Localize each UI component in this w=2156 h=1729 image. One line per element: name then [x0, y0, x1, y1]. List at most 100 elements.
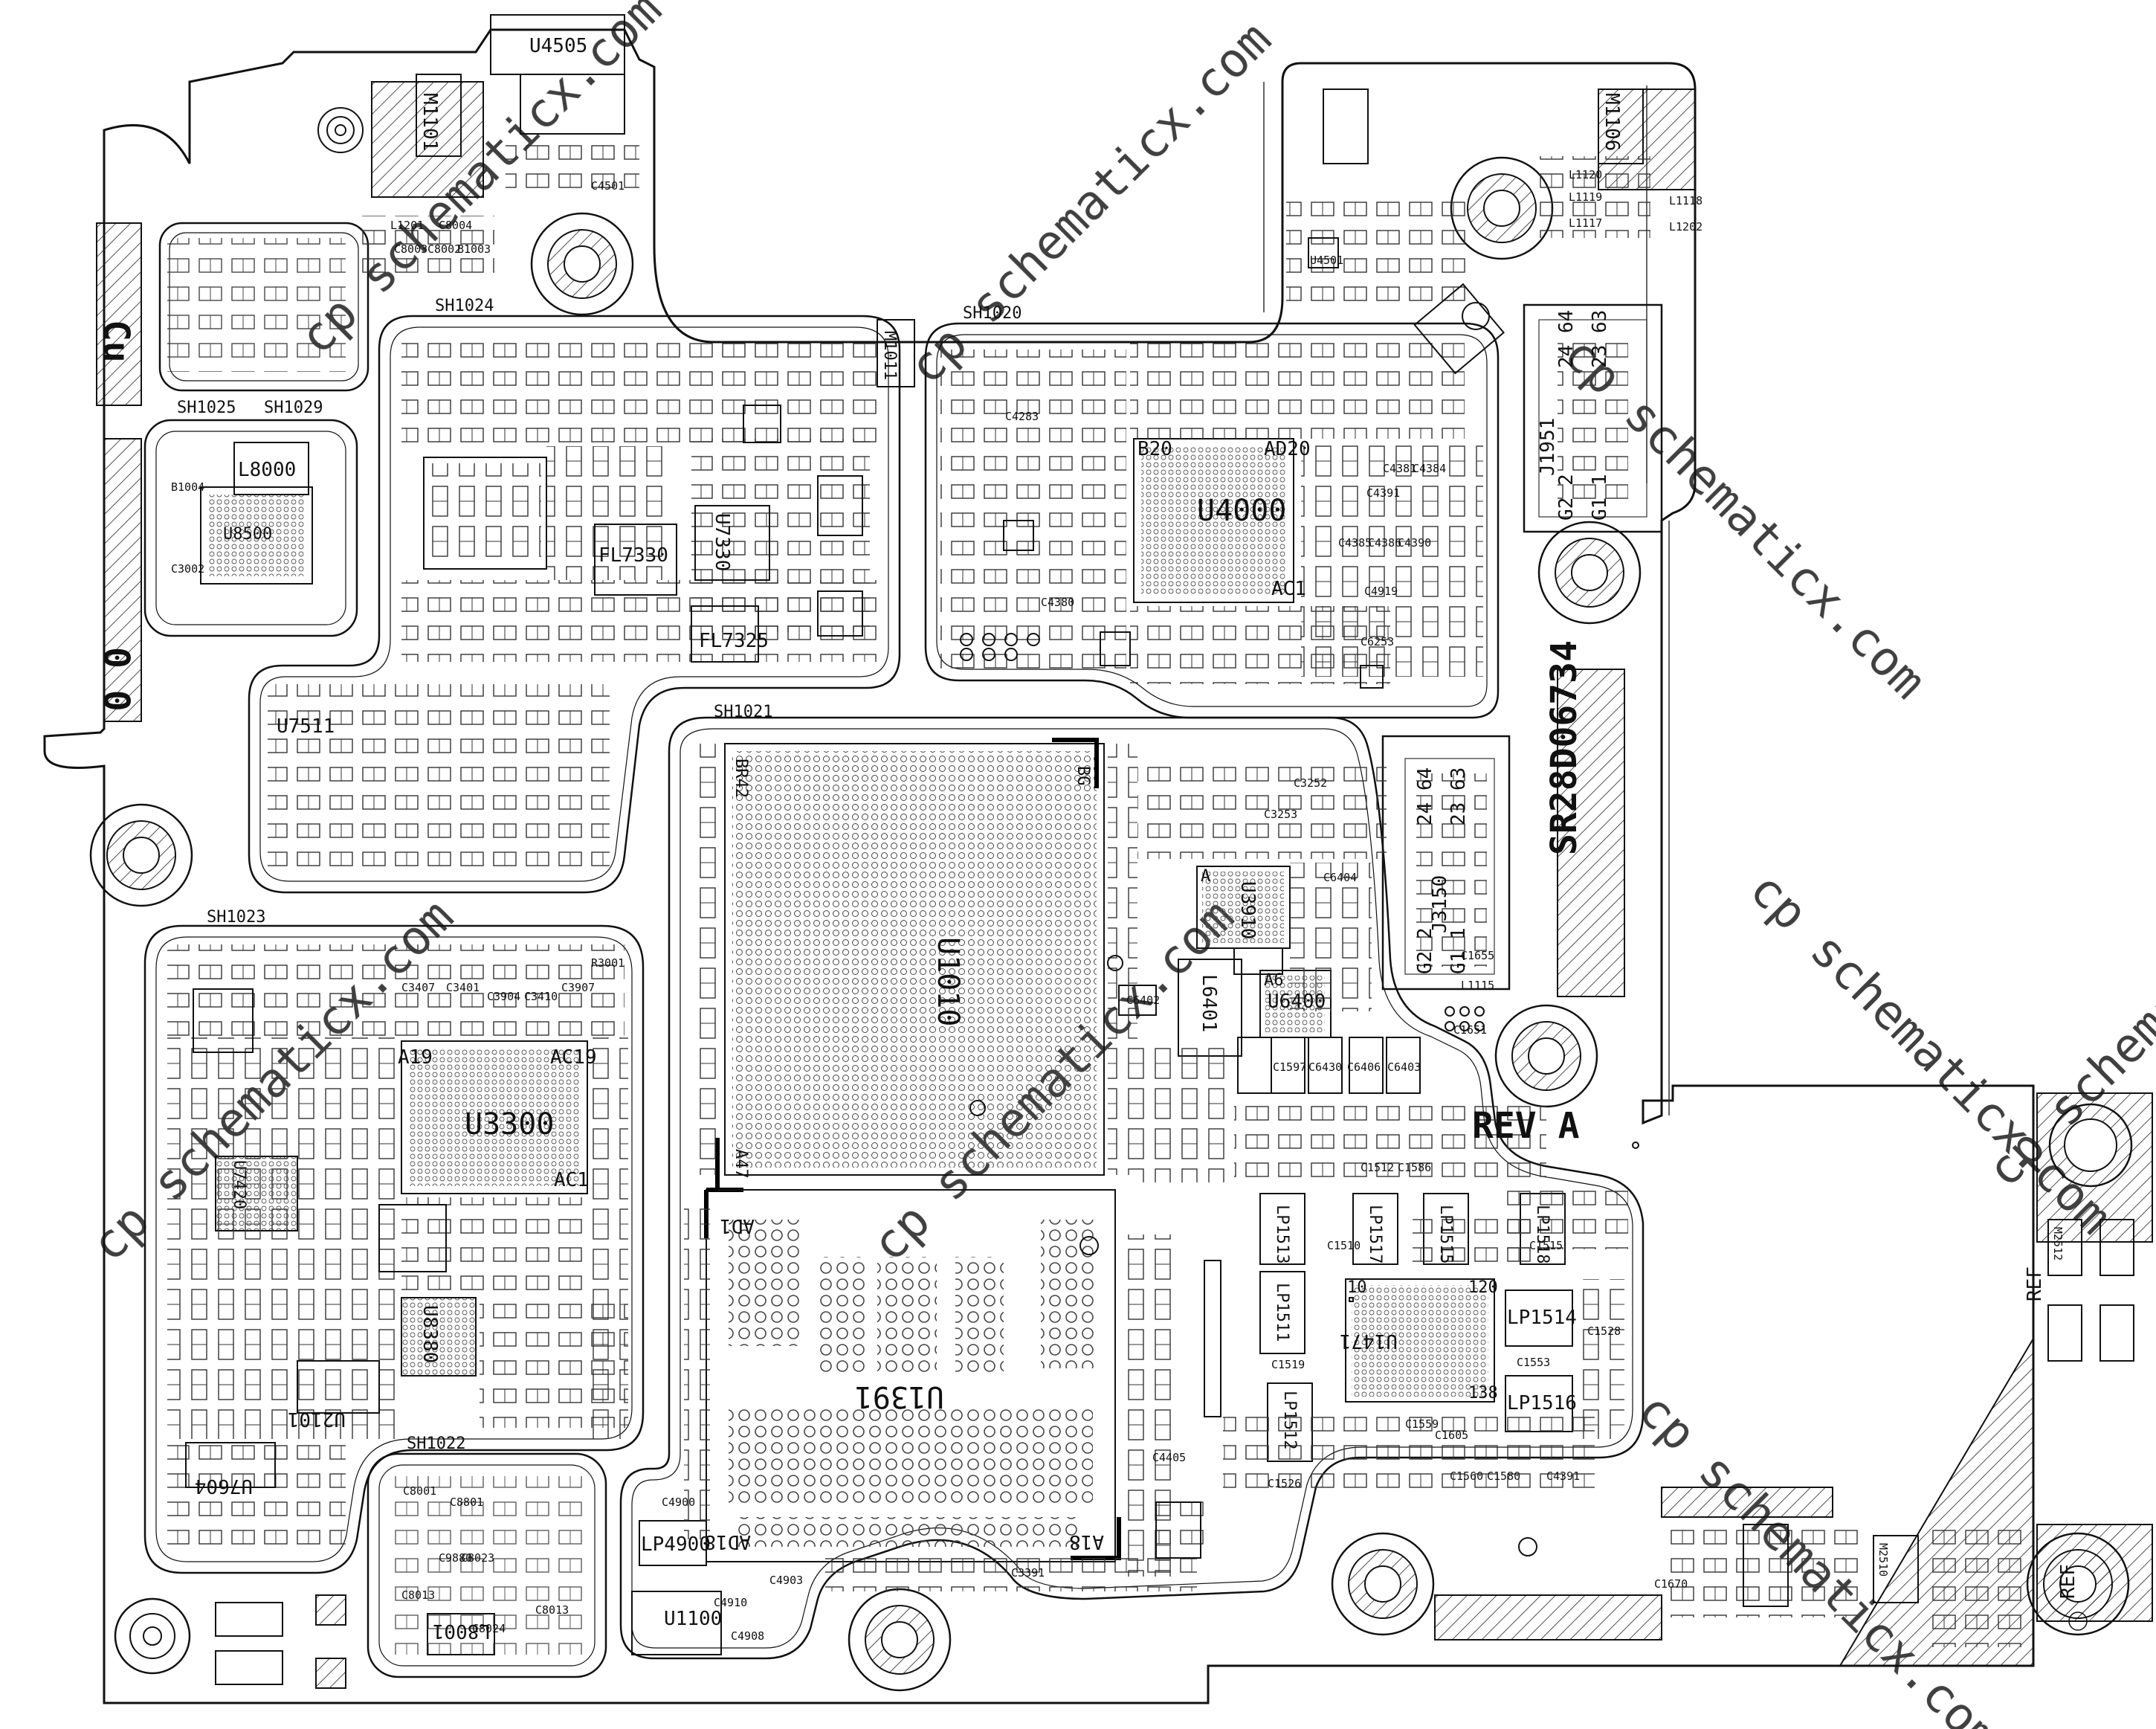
inductors: [215, 14, 2134, 1685]
shield-label: SH1020: [963, 304, 1021, 323]
modem-corner: B20: [1137, 438, 1172, 460]
connector-pin: G2 2: [1414, 927, 1436, 974]
u3910-corner: A: [1201, 867, 1210, 886]
component-label: C1605: [1435, 1429, 1468, 1442]
test-points: [960, 633, 1639, 1556]
connector-j3150: [1381, 735, 1511, 991]
ic-label: FL7330: [598, 544, 668, 567]
inductor-label: LP1513: [1273, 1205, 1291, 1263]
copper-mark: Cu: [95, 320, 137, 363]
u3910-ref: U3910: [1236, 881, 1259, 939]
u6400-corner: A6: [1264, 971, 1284, 990]
memory-corner: AD18: [704, 1530, 751, 1553]
component-label: B1004: [171, 480, 204, 494]
shield-label: SH1022: [407, 1435, 465, 1453]
component-label: C1515: [1529, 1239, 1563, 1252]
shield-label: SH1029: [264, 399, 323, 417]
inductor-label: LP1514: [1507, 1307, 1577, 1329]
component-label: C4900: [662, 1495, 695, 1509]
component-label: L1118: [1669, 194, 1702, 207]
component-label: C6430: [1308, 1060, 1342, 1074]
component-label: L1115: [1461, 979, 1494, 992]
mounting-hole: [2026, 1532, 2130, 1636]
component-label: C3401: [446, 981, 480, 994]
modem-ref: U4000: [1197, 494, 1286, 528]
soc-ref: U1010: [931, 937, 965, 1026]
audio-corner: 138: [1468, 1384, 1498, 1403]
mounting-hole: [1331, 1532, 1435, 1636]
revision-mark: REV A: [1472, 1105, 1580, 1147]
memory-corner: A18: [1069, 1530, 1104, 1553]
mounting-hole: [89, 803, 193, 907]
inductor-label: LP1515: [1436, 1205, 1455, 1263]
component-label: C8003: [394, 242, 427, 256]
component-label: C4380: [1041, 596, 1074, 609]
component-label: C4390: [1398, 536, 1431, 550]
component-label: C1580: [1487, 1469, 1520, 1483]
component-label: B1003: [457, 242, 491, 256]
component-label: C4903: [769, 1574, 803, 1587]
soc-corner: A47: [732, 1149, 750, 1179]
component-label: C8013: [535, 1603, 569, 1617]
component-label: C8023: [461, 1551, 494, 1565]
ic-label: U1100: [664, 1608, 722, 1630]
component-label: C1655: [1461, 949, 1494, 962]
serial-number: SR28D06734: [1543, 640, 1585, 855]
audio-corner: 10: [1347, 1278, 1367, 1297]
mounting-hole: [317, 107, 364, 153]
component-label: C8001: [403, 1484, 436, 1498]
inductor-label: L6401: [1198, 974, 1220, 1032]
component-label: C4919: [1364, 585, 1398, 598]
connector-labels: J1951 24 64 23 63 G2 2 G1 1 J3150 24 64 …: [1414, 310, 1611, 974]
mounting-hole: [114, 1597, 191, 1675]
pmic-ref: U3300: [465, 1107, 554, 1142]
u6400-ref: U6400: [1268, 991, 1326, 1013]
passive-component-fields: [167, 138, 2030, 1655]
connector-pin: 24 64: [1414, 767, 1436, 825]
component-label: C4391: [1546, 1469, 1580, 1483]
component-label: C1553: [1517, 1356, 1550, 1369]
modem-corner: AD20: [1264, 438, 1311, 460]
component-label: C4386: [1368, 536, 1401, 550]
connector-pin: G1 1: [1589, 474, 1611, 521]
shield-label: SH1021: [714, 703, 772, 721]
component-label: C1651: [1453, 1023, 1487, 1037]
connector-j1951: [1523, 303, 1663, 533]
inductor-label: LP1511: [1273, 1283, 1291, 1342]
pmic-corner: A19: [398, 1046, 433, 1069]
component-label: C1528: [1587, 1324, 1621, 1338]
component-label: C3410: [524, 990, 558, 1003]
component-label: C1597: [1273, 1060, 1306, 1074]
soc-corner: BR42: [732, 759, 750, 798]
component-label: L1119: [1569, 190, 1602, 204]
component-label: C4910: [714, 1596, 747, 1609]
component-label: L1117: [1569, 216, 1602, 230]
soc-corner: BG: [1074, 766, 1092, 786]
ic-label: M1101: [419, 93, 441, 151]
small-ics: [185, 237, 1789, 1655]
inductor-label: LP1517: [1366, 1205, 1384, 1263]
shield-label: SH1024: [435, 297, 494, 315]
audio-corner: 120: [1468, 1278, 1498, 1297]
component-label: C8002: [427, 242, 461, 256]
component-label: C4385: [1338, 536, 1372, 550]
audio-ref: U1471: [1340, 1330, 1398, 1352]
mounting-hole: [1537, 521, 1642, 625]
mounting-hole: [530, 212, 634, 316]
mounting-hole: [2068, 1612, 2088, 1631]
component-label: C3904: [487, 990, 520, 1003]
ic-label: U4501: [1310, 254, 1343, 267]
component-label: C8004: [439, 219, 472, 232]
ic-label: U2101: [288, 1408, 346, 1430]
memory-ref: U1391: [855, 1379, 944, 1414]
component-label: C8013: [401, 1588, 435, 1602]
memory-corner: AD1: [720, 1214, 755, 1237]
component-label: C6402: [1126, 994, 1160, 1007]
inductor-label: LP1516: [1507, 1392, 1577, 1414]
ic-label: M2510: [1876, 1543, 1890, 1577]
ic-label: U7604: [195, 1475, 253, 1497]
modem-corner: AC1: [1271, 578, 1306, 600]
ic-label: U7511: [277, 715, 335, 738]
ic-label: FL7325: [699, 630, 769, 652]
